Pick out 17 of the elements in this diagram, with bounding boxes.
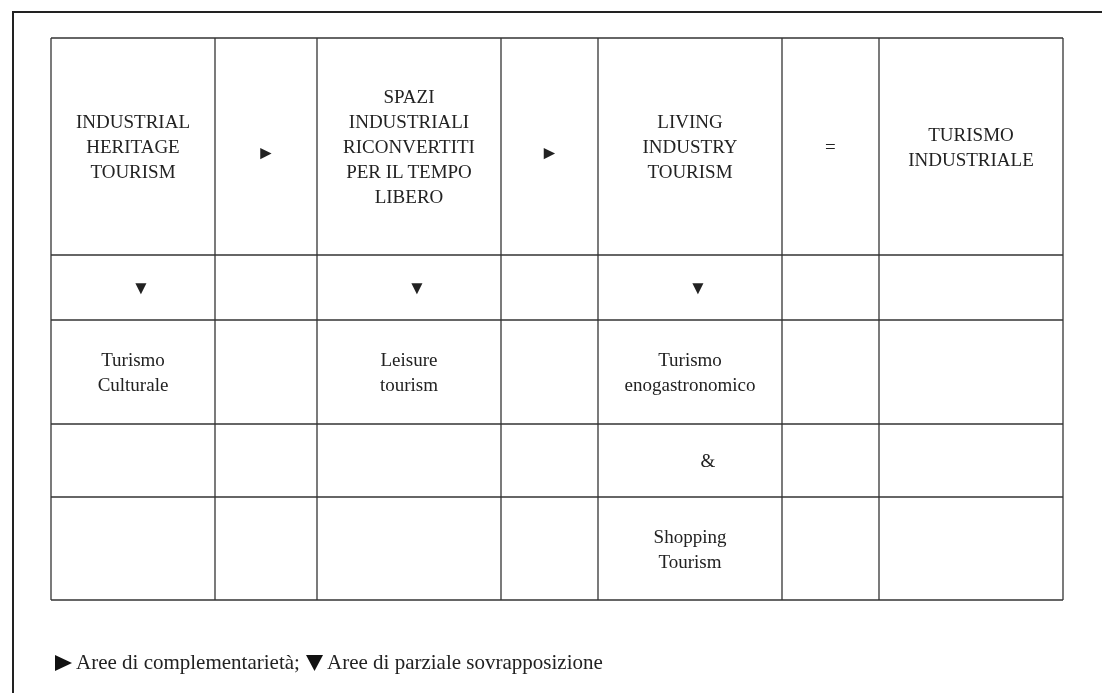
cell-text: Turismo enogastronomico (623, 348, 757, 397)
cell-text: Shopping Tourism (652, 524, 728, 574)
cell-text: Leisure tourism (378, 348, 440, 397)
down-triangle-symbol: ▼ (131, 275, 151, 300)
cell-text: LIVING INDUSTRY TOURISM (641, 110, 739, 184)
cell-text: TURISMO INDUSTRIALE (907, 122, 1035, 172)
cell-text: SPAZI INDUSTRIALI RICONVERTITI PER IL TEMPO LIBERO (342, 85, 476, 209)
right-triangle-symbol: ► (540, 140, 559, 165)
down-triangle-symbol: ▼ (688, 275, 708, 300)
ampersand: & (700, 448, 716, 473)
down-triangle-symbol: ▼ (407, 275, 427, 300)
right-triangle-symbol: ► (256, 140, 276, 165)
cell-text: Turismo Culturale (96, 348, 170, 397)
legend-text: Aree di parziale sovrapposizione (327, 649, 603, 676)
equals-sign: = (825, 134, 836, 159)
cell-text: INDUSTRIAL HERITAGE TOURISM (75, 110, 191, 184)
legend-text: Aree di complementarietà; (76, 649, 300, 676)
